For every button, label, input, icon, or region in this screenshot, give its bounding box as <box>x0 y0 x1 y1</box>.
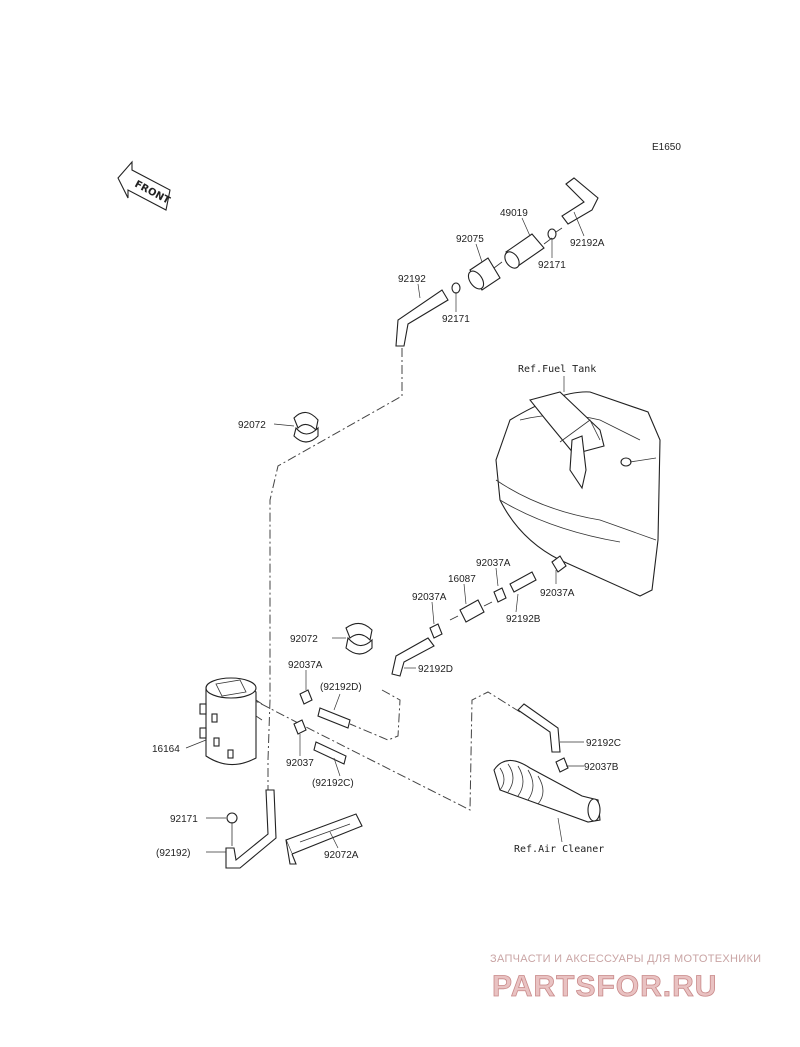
label-92192D-paren: (92192D) <box>320 682 362 693</box>
label-92192B: 92192B <box>506 614 541 625</box>
clamp-92072-upper <box>293 411 319 443</box>
hose-92192D-short <box>317 707 351 729</box>
hose-92192C-short <box>313 741 347 765</box>
clamp-92037A-right <box>551 555 567 573</box>
hose-92192-lower <box>225 789 277 869</box>
label-92192-paren: (92192) <box>156 848 190 859</box>
label-92072-mid: 92072 <box>290 634 318 645</box>
label-92171-top: 92171 <box>538 260 566 271</box>
routing-line-upper <box>269 348 403 700</box>
hose-92192B <box>509 571 537 593</box>
label-92037A-a: 92037A <box>476 558 511 569</box>
front-arrow-icon: FRONT <box>117 160 172 211</box>
label-92037: 92037 <box>286 758 314 769</box>
label-92072A: 92072A <box>324 850 359 861</box>
fuel-filter-49019 <box>493 233 553 269</box>
label-92037A-d: 92037A <box>288 660 323 671</box>
label-92171-mid: 92171 <box>442 314 470 325</box>
clamp-92037-canister <box>293 719 307 735</box>
clamp-92037B <box>555 757 569 773</box>
label-92037A-c: 92037A <box>540 588 575 599</box>
label-92072-upper: 92072 <box>238 420 266 431</box>
label-92037B: 92037B <box>584 762 619 773</box>
label-ref-air-cleaner: Ref.Air Cleaner <box>514 844 604 855</box>
fuel-pump-92075 <box>467 257 501 291</box>
routing-line-right <box>349 689 401 741</box>
air-cleaner-duct <box>493 759 601 823</box>
label-92192C: 92192C <box>586 738 621 749</box>
label-92192C-paren: (92192C) <box>312 778 354 789</box>
label-92192: 92192 <box>398 274 426 285</box>
clamp-92037A-canister <box>299 689 313 705</box>
watermark-tagline: ЗАПЧАСТИ И АКСЕССУАРЫ ДЛЯ МОТОТЕХНИКИ <box>490 953 761 965</box>
clamp-92037A-mid <box>493 587 507 603</box>
routing-line-lower <box>245 691 521 811</box>
clamp-92072-mid <box>345 622 373 655</box>
hose-92192D <box>391 637 435 677</box>
fuel-tank <box>495 391 661 597</box>
bracket-92072A <box>285 813 363 865</box>
label-ref-fuel-tank: Ref.Fuel Tank <box>518 364 596 375</box>
diagram-code: E1650 <box>652 142 681 153</box>
label-92192A: 92192A <box>570 238 605 249</box>
label-92171-bottom: 92171 <box>170 814 198 825</box>
clamp-92171-mid <box>451 282 461 294</box>
label-92075: 92075 <box>456 234 484 245</box>
check-valve-16087 <box>449 599 493 623</box>
canister-16164 <box>199 677 263 766</box>
routing-line-down <box>267 699 271 800</box>
clamp-92171-top <box>547 227 563 240</box>
watermark-brand: PARTSFOR.RU <box>492 970 717 1003</box>
label-92192D: 92192D <box>418 664 453 675</box>
hose-92192A <box>561 177 599 225</box>
clamp-92171-bottom <box>226 812 238 846</box>
clamp-92037A-left <box>429 623 443 639</box>
label-49019: 49019 <box>500 208 528 219</box>
hose-92192C <box>517 703 561 753</box>
hose-92192 <box>395 289 449 347</box>
label-16164: 16164 <box>152 744 180 755</box>
leader-lines <box>185 211 585 853</box>
label-16087: 16087 <box>448 574 476 585</box>
label-92037A-b: 92037A <box>412 592 447 603</box>
